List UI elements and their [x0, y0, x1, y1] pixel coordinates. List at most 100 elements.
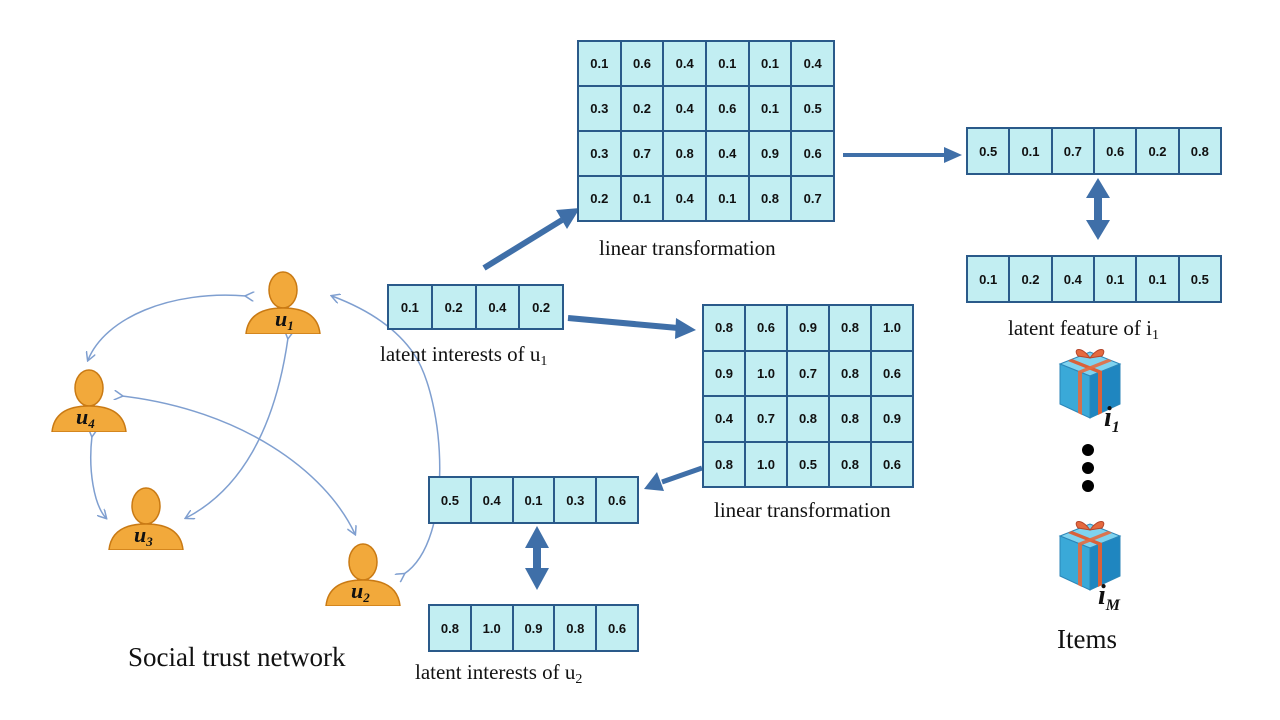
arrow-bottom-transform-to-vector: [644, 465, 703, 491]
user-icon: [108, 487, 184, 550]
matrix-cell: 0.8: [830, 306, 870, 350]
u2-interest-label: latent interests of u2: [415, 660, 583, 687]
matrix-cell: 0.8: [788, 397, 828, 441]
vector-cell: 0.8: [1179, 129, 1220, 173]
matrix-cell: 0.9: [872, 397, 912, 441]
matrix-cell: 0.6: [621, 42, 663, 85]
matrix-cell: 0.4: [704, 397, 744, 441]
user-icon: [51, 369, 127, 432]
arrow-u1-to-bottom-transform: [567, 315, 696, 339]
matrix-cell: 0.6: [792, 132, 833, 175]
vector-cell: 0.7: [1052, 129, 1093, 173]
matrix-cell: 0.6: [872, 442, 912, 486]
network-links: [88, 295, 441, 574]
matrix-cell: 0.4: [664, 42, 705, 85]
link-u4-u3: [91, 436, 106, 518]
matrix-cell: 0.1: [749, 87, 791, 130]
matrix-cell: 0.7: [746, 397, 786, 441]
vector-cell: 0.8: [555, 606, 596, 650]
vector-cell: 0.6: [1094, 129, 1136, 173]
vector-cell: 0.5: [968, 129, 1009, 173]
matrix-cell: 0.1: [749, 42, 791, 85]
vector-cell: 0.8: [430, 606, 470, 650]
vector-cell: 0.2: [432, 286, 475, 328]
matrix-cell: 0.8: [704, 306, 744, 350]
matrix-cell: 1.0: [746, 442, 786, 486]
matrix-cell: 0.6: [872, 351, 912, 395]
arrow-top-transform-to-vector: [843, 147, 962, 163]
vector-cell: 0.1: [1137, 257, 1178, 301]
ellipsis-dot: [1082, 444, 1094, 456]
matrix-cell: 0.2: [621, 87, 663, 130]
arrow-u1-to-top-transform: [482, 208, 580, 271]
matrix-cell: 0.8: [749, 177, 791, 220]
ellipsis-dot: [1082, 462, 1094, 474]
matrix-cell: 0.1: [707, 177, 748, 220]
i1-feature-label: latent feature of i1: [1008, 316, 1160, 343]
compare-arrow-i1: [1086, 178, 1110, 240]
user-icon: [245, 271, 321, 334]
vector-cell: 0.2: [520, 286, 562, 328]
link-u2-u1: [332, 296, 441, 574]
vector-cell: 0.9: [513, 606, 554, 650]
matrix-cell: 0.8: [830, 442, 870, 486]
compare-arrow-u2: [525, 526, 549, 590]
vector-cell: 0.6: [597, 478, 637, 522]
user-icon: [325, 543, 401, 606]
gift-box-icon: [1058, 521, 1122, 591]
matrix-cell: 1.0: [746, 351, 786, 395]
vector-cell: 0.4: [476, 286, 519, 328]
vector-cell: 0.2: [1010, 257, 1051, 301]
matrix-cell: 0.5: [788, 442, 828, 486]
vector-cell: 0.6: [597, 606, 637, 650]
items-title: Items: [1057, 624, 1117, 654]
vector-cell: 1.0: [471, 606, 512, 650]
u1-interest-label: latent interests of u1: [380, 342, 548, 369]
vector-cell: 0.1: [968, 257, 1009, 301]
matrix-cell: 0.3: [579, 132, 620, 175]
social-trust-network-title: Social trust network: [128, 642, 346, 672]
vector-cell: 0.5: [1179, 257, 1220, 301]
vector-cell: 0.4: [1052, 257, 1093, 301]
matrix-cell: 0.4: [792, 42, 833, 85]
matrix-cell: 0.4: [664, 87, 705, 130]
vector-cell: 0.1: [389, 286, 431, 328]
vector-cell: 0.3: [555, 478, 596, 522]
matrix-cell: 0.1: [579, 42, 620, 85]
matrix-cell: 0.6: [707, 87, 748, 130]
matrix-cell: 0.2: [579, 177, 620, 220]
matrix-cell: 0.9: [749, 132, 791, 175]
matrix-cell: 0.9: [788, 306, 828, 350]
vector-cell: 0.2: [1137, 129, 1178, 173]
matrix-cell: 0.8: [664, 132, 705, 175]
matrix-cell: 0.7: [792, 177, 833, 220]
bottom-matrix-label: linear transformation: [714, 498, 891, 522]
matrix-cell: 0.7: [788, 351, 828, 395]
vector-cell: 0.4: [471, 478, 512, 522]
matrix-cell: 0.8: [704, 442, 744, 486]
matrix-cell: 0.4: [664, 177, 705, 220]
link-u1-u3: [186, 338, 288, 518]
matrix-cell: 0.1: [621, 177, 663, 220]
vector-cell: 0.1: [1010, 129, 1051, 173]
vector-cell: 0.1: [513, 478, 554, 522]
matrix-cell: 0.6: [746, 306, 786, 350]
top-matrix-label: linear transformation: [599, 236, 776, 260]
matrix-cell: 0.1: [707, 42, 748, 85]
gift-box-icon: [1058, 349, 1122, 419]
matrix-cell: 0.8: [830, 397, 870, 441]
matrix-cell: 0.7: [621, 132, 663, 175]
matrix-cell: 0.3: [579, 87, 620, 130]
matrix-cell: 0.4: [707, 132, 748, 175]
ellipsis-dot: [1082, 480, 1094, 492]
vector-cell: 0.5: [430, 478, 470, 522]
matrix-cell: 0.5: [792, 87, 833, 130]
matrix-cell: 0.9: [704, 351, 744, 395]
